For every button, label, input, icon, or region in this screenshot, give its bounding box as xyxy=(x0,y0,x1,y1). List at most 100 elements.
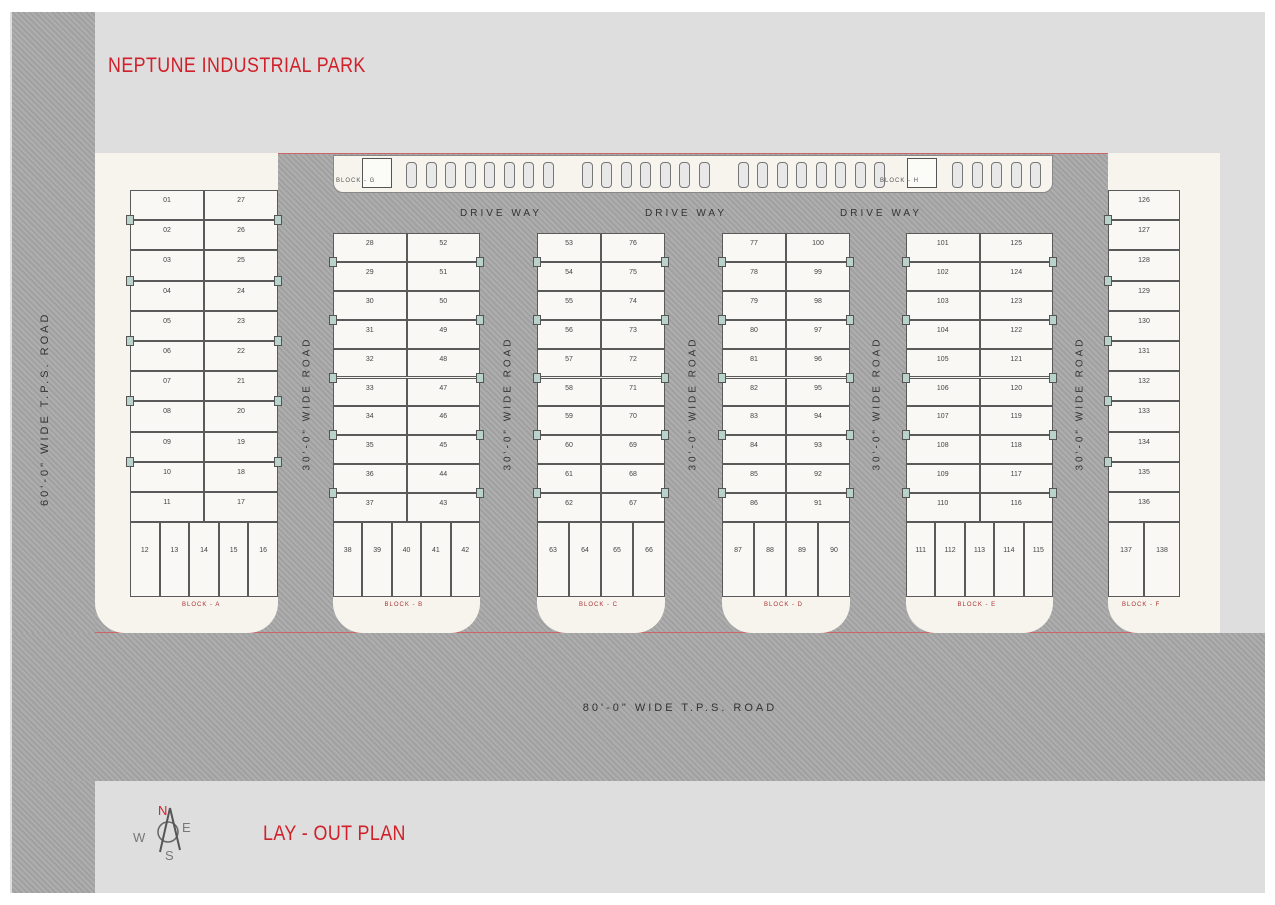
unit-84: 84 xyxy=(722,435,786,465)
unit-62: 62 xyxy=(537,493,601,522)
unit-127: 127 xyxy=(1108,220,1180,251)
unit-129: 129 xyxy=(1108,280,1180,311)
unit-136: 136 xyxy=(1108,492,1180,523)
parking-space-car-icon xyxy=(698,162,710,188)
unit-74: 74 xyxy=(601,290,665,320)
page-title: NEPTUNE INDUSTRIAL PARK xyxy=(108,54,366,77)
unit-76: 76 xyxy=(601,233,665,262)
compass-s: S xyxy=(165,848,174,863)
shutter-icon xyxy=(329,372,337,383)
left-road-label: 60'-0" WIDE T.P.S. ROAD xyxy=(39,311,51,506)
internal-road-label: 30'-0" WIDE ROAD xyxy=(1074,336,1086,471)
parking-space-car-icon xyxy=(601,162,612,188)
parking-space-car-icon xyxy=(1030,162,1041,188)
unit-70: 70 xyxy=(601,406,665,436)
unit-114: 114 xyxy=(994,522,1024,597)
unit-102: 102 xyxy=(906,261,980,291)
unit-39: 39 xyxy=(362,522,392,597)
parking-space-car-icon xyxy=(737,162,749,188)
unit-18: 18 xyxy=(204,461,278,492)
unit-128: 128 xyxy=(1108,250,1180,281)
unit-03: 03 xyxy=(130,250,204,281)
parking-space-car-icon xyxy=(464,162,476,188)
unit-05: 05 xyxy=(130,310,204,341)
unit-38: 38 xyxy=(333,522,363,597)
shutter-icon xyxy=(1104,215,1112,226)
unit-133: 133 xyxy=(1108,401,1180,432)
parking-space-car-icon xyxy=(796,162,807,188)
block-label: BLOCK - E xyxy=(957,602,997,608)
shutter-icon xyxy=(718,488,726,499)
unit-122: 122 xyxy=(979,319,1053,349)
shutter-icon xyxy=(661,256,669,267)
shutter-icon xyxy=(902,488,910,499)
shutter-icon xyxy=(533,488,541,499)
unit-99: 99 xyxy=(786,261,850,291)
unit-23: 23 xyxy=(204,310,278,341)
parking-space-car-icon xyxy=(445,162,456,188)
parking-space-car-icon xyxy=(406,162,417,188)
unit-66: 66 xyxy=(633,522,665,597)
unit-115: 115 xyxy=(1023,522,1053,597)
unit-56: 56 xyxy=(537,319,601,349)
unit-130: 130 xyxy=(1108,310,1180,341)
unit-40: 40 xyxy=(391,522,422,597)
unit-87: 87 xyxy=(722,522,754,597)
unit-123: 123 xyxy=(979,290,1053,320)
shutter-icon xyxy=(846,314,854,325)
unit-85: 85 xyxy=(722,464,786,494)
unit-101: 101 xyxy=(906,233,980,262)
unit-41: 41 xyxy=(421,522,451,597)
unit-63: 63 xyxy=(537,522,569,597)
bottom-tps-road xyxy=(12,633,1265,781)
parking-space-car-icon xyxy=(523,162,534,188)
unit-29: 29 xyxy=(333,261,407,291)
unit-26: 26 xyxy=(204,220,278,251)
unit-43: 43 xyxy=(406,493,480,522)
shutter-icon xyxy=(1104,456,1112,467)
unit-14: 14 xyxy=(189,522,219,598)
parking-space-car-icon xyxy=(1010,162,1022,188)
unit-57: 57 xyxy=(537,348,601,378)
unit-69: 69 xyxy=(601,435,665,465)
parking-space-car-icon xyxy=(757,162,768,188)
unit-34: 34 xyxy=(333,406,407,436)
unit-44: 44 xyxy=(406,464,480,494)
parking-space-car-icon xyxy=(640,162,651,188)
unit-08: 08 xyxy=(130,401,204,432)
unit-64: 64 xyxy=(569,522,601,597)
shutter-icon xyxy=(329,256,337,267)
unit-86: 86 xyxy=(722,493,786,522)
unit-22: 22 xyxy=(204,341,278,372)
driveway-label: DRIVE WAY xyxy=(840,208,923,219)
unit-89: 89 xyxy=(786,522,818,597)
shutter-icon xyxy=(1049,488,1057,499)
shutter-icon xyxy=(126,396,134,407)
shutter-icon xyxy=(476,314,484,325)
shutter-icon xyxy=(126,275,134,286)
unit-90: 90 xyxy=(818,522,850,597)
unit-65: 65 xyxy=(601,522,633,597)
unit-30: 30 xyxy=(333,290,407,320)
unit-60: 60 xyxy=(537,435,601,465)
unit-61: 61 xyxy=(537,464,601,494)
parking-space-car-icon xyxy=(620,162,632,188)
shutter-icon xyxy=(1104,275,1112,286)
unit-06: 06 xyxy=(130,341,204,372)
unit-91: 91 xyxy=(786,493,850,522)
unit-105: 105 xyxy=(906,348,980,378)
unit-93: 93 xyxy=(786,435,850,465)
unit-135: 135 xyxy=(1108,461,1180,492)
shutter-icon xyxy=(126,336,134,346)
unit-78: 78 xyxy=(722,261,786,291)
unit-59: 59 xyxy=(537,406,601,436)
unit-28: 28 xyxy=(333,233,407,262)
unit-119: 119 xyxy=(979,406,1053,436)
unit-116: 116 xyxy=(979,493,1053,522)
block-label: BLOCK - C xyxy=(579,602,619,608)
parking-space-car-icon xyxy=(854,162,866,188)
shutter-icon xyxy=(329,488,337,499)
parking-space-car-icon xyxy=(581,162,593,188)
shutter-icon xyxy=(533,256,541,267)
unit-11: 11 xyxy=(130,492,204,523)
